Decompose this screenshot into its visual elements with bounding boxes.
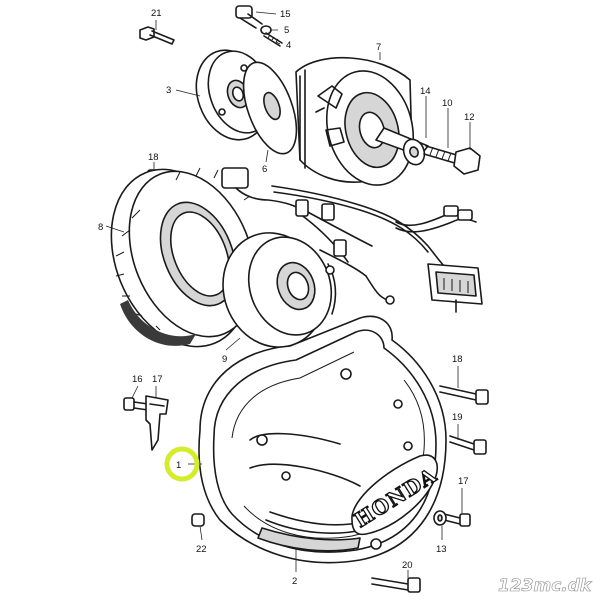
part-bolt-20 [371,577,421,593]
label-20: 20 [402,560,413,571]
label-17-clip: 17 [152,374,163,385]
highlighted-callout-1: 1 [164,446,200,482]
part-clip-17 [145,395,169,451]
label-14: 14 [420,86,431,97]
label-12: 12 [464,112,475,123]
part-bolt-19-upper [439,385,489,405]
part-washer-10 [402,138,426,166]
label-7: 7 [376,42,381,53]
leader-lines [105,11,471,580]
label-8: 8 [98,222,103,233]
label-5: 5 [284,25,289,36]
label-16: 16 [132,374,143,385]
part-pin-15 [235,5,263,29]
highlight-ring [164,446,200,482]
part-plate-6 [242,61,298,155]
label-15: 15 [280,9,291,20]
part-dowel-22 [191,513,205,527]
label-10: 10 [442,98,453,109]
part-bolt-16 [123,397,149,411]
label-2: 2 [292,576,297,587]
label-4: 4 [286,40,291,51]
part-stator-9 [222,232,337,348]
part-number-labels: 21 15 5 4 3 6 7 14 10 12 18 8 9 16 17 18… [98,8,475,587]
part-bolt-12 [423,145,481,175]
part-washer-13 [433,510,447,526]
label-3: 3 [166,85,171,96]
part-screw-4 [263,32,283,47]
part-bolt-17 [443,513,471,527]
label-13: 13 [436,544,447,555]
label-6: 6 [262,164,267,175]
wiring-harness [221,167,483,313]
label-18: 18 [148,152,159,163]
label-17-bolt: 17 [458,476,469,487]
label-9: 9 [222,354,227,365]
label-21: 21 [151,8,162,19]
part-bolt-19-lower [449,435,487,455]
part-rotor-7 [295,56,415,186]
label-18-right: 18 [452,354,463,365]
part-bolt-21 [139,26,175,45]
part-cover-2: HONDA [212,329,442,553]
label-22: 22 [196,544,207,555]
watermark-text: 123mc.dk [498,576,593,596]
label-19-upper: 19 [452,412,463,423]
label-1: 1 [176,460,181,471]
